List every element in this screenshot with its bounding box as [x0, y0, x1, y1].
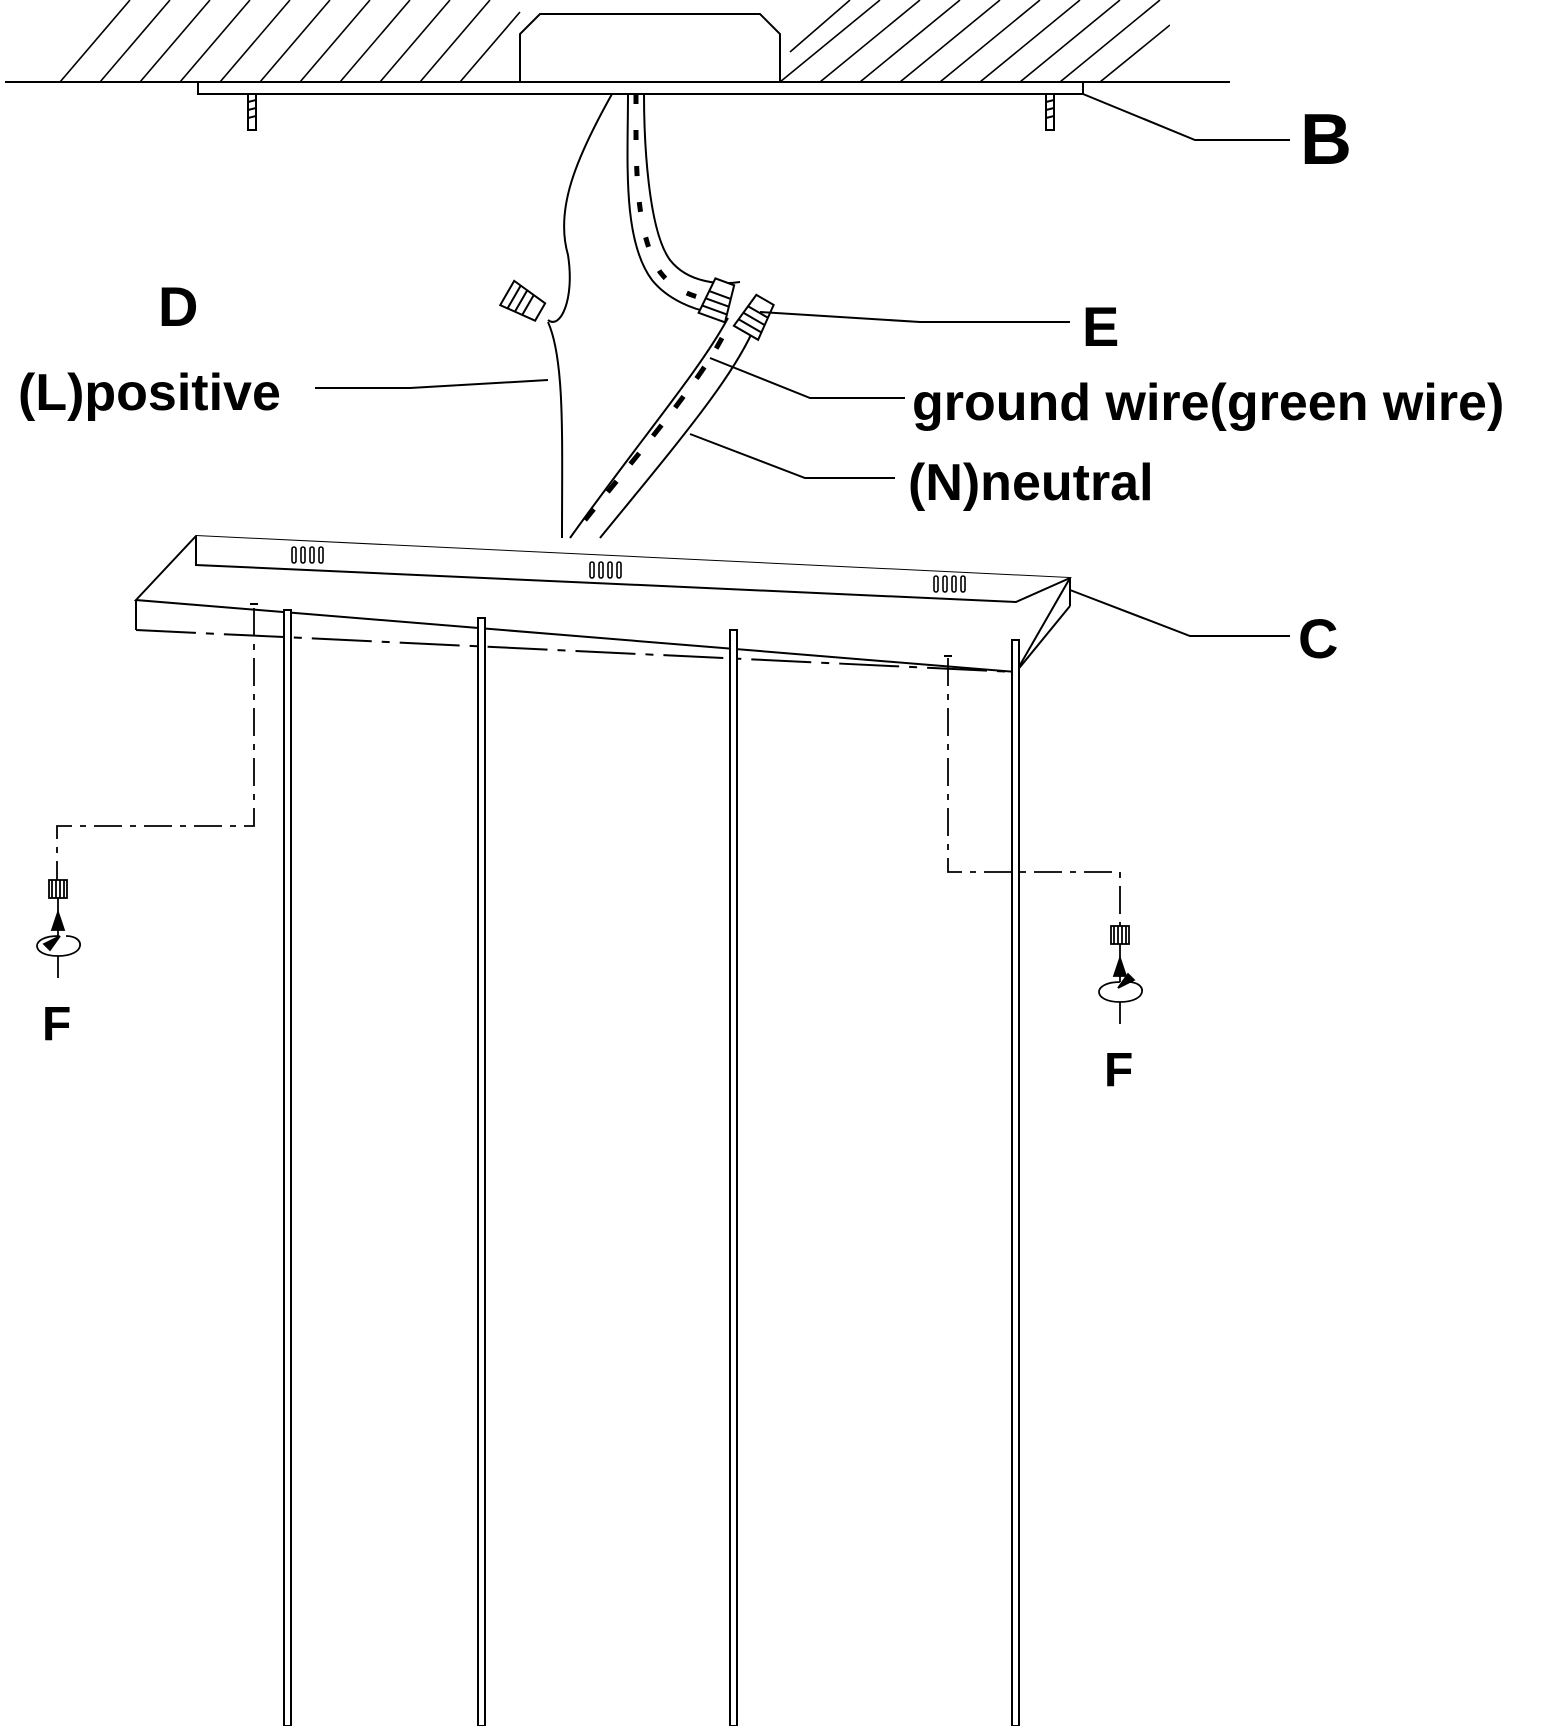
fixture-positive-wire — [547, 321, 564, 539]
rod-2 — [477, 617, 486, 1726]
wire-nut-middle — [697, 277, 736, 324]
canopy-front — [195, 536, 1071, 604]
label-E: E — [1082, 295, 1119, 358]
canopy-vents — [291, 546, 966, 593]
canopy — [133, 534, 1072, 674]
label-B: B — [1300, 100, 1352, 180]
ceiling-live-wire — [547, 93, 613, 323]
leader-B — [1082, 93, 1290, 141]
rod-4 — [1011, 639, 1020, 1726]
label-F-left: F — [42, 998, 71, 1051]
fixture-wire-1 — [569, 317, 729, 539]
wire-connectors — [498, 277, 775, 342]
ceiling-ground-wire — [626, 93, 711, 313]
rod-3 — [729, 629, 738, 1726]
ceiling-neutral-wire — [643, 93, 741, 285]
leader-neutral — [689, 433, 895, 479]
wires — [547, 93, 759, 539]
fixture-wire-2 — [599, 317, 759, 539]
rod-1 — [283, 609, 292, 1726]
bracket-screw-right — [1045, 93, 1055, 131]
wire-nut-left — [498, 279, 547, 322]
wire-nut-right — [732, 293, 775, 342]
screw-guides — [56, 608, 1121, 926]
suspension-rods — [283, 609, 1020, 1726]
leader-C — [1069, 589, 1290, 637]
leader-positive — [315, 379, 549, 389]
ceiling — [5, 0, 1230, 83]
bracket-screw-left — [247, 93, 257, 131]
leader-lines — [315, 93, 1290, 637]
label-F-right: F — [1104, 1044, 1133, 1097]
mounting-bracket — [197, 81, 1084, 131]
ceiling-hatch — [59, 0, 1170, 82]
screw-left — [36, 879, 81, 978]
junction-box — [519, 13, 781, 82]
label-neutral: (N)neutral — [908, 454, 1154, 512]
screw-right — [1098, 925, 1143, 1024]
label-C: C — [1298, 607, 1338, 670]
label-D: D — [158, 275, 198, 338]
canopy-bottom-edge — [135, 629, 1017, 673]
leader-E — [759, 311, 1070, 323]
label-positive: (L)positive — [18, 364, 281, 422]
label-ground-wire: ground wire(green wire) — [912, 374, 1504, 432]
leader-ground — [709, 357, 905, 399]
